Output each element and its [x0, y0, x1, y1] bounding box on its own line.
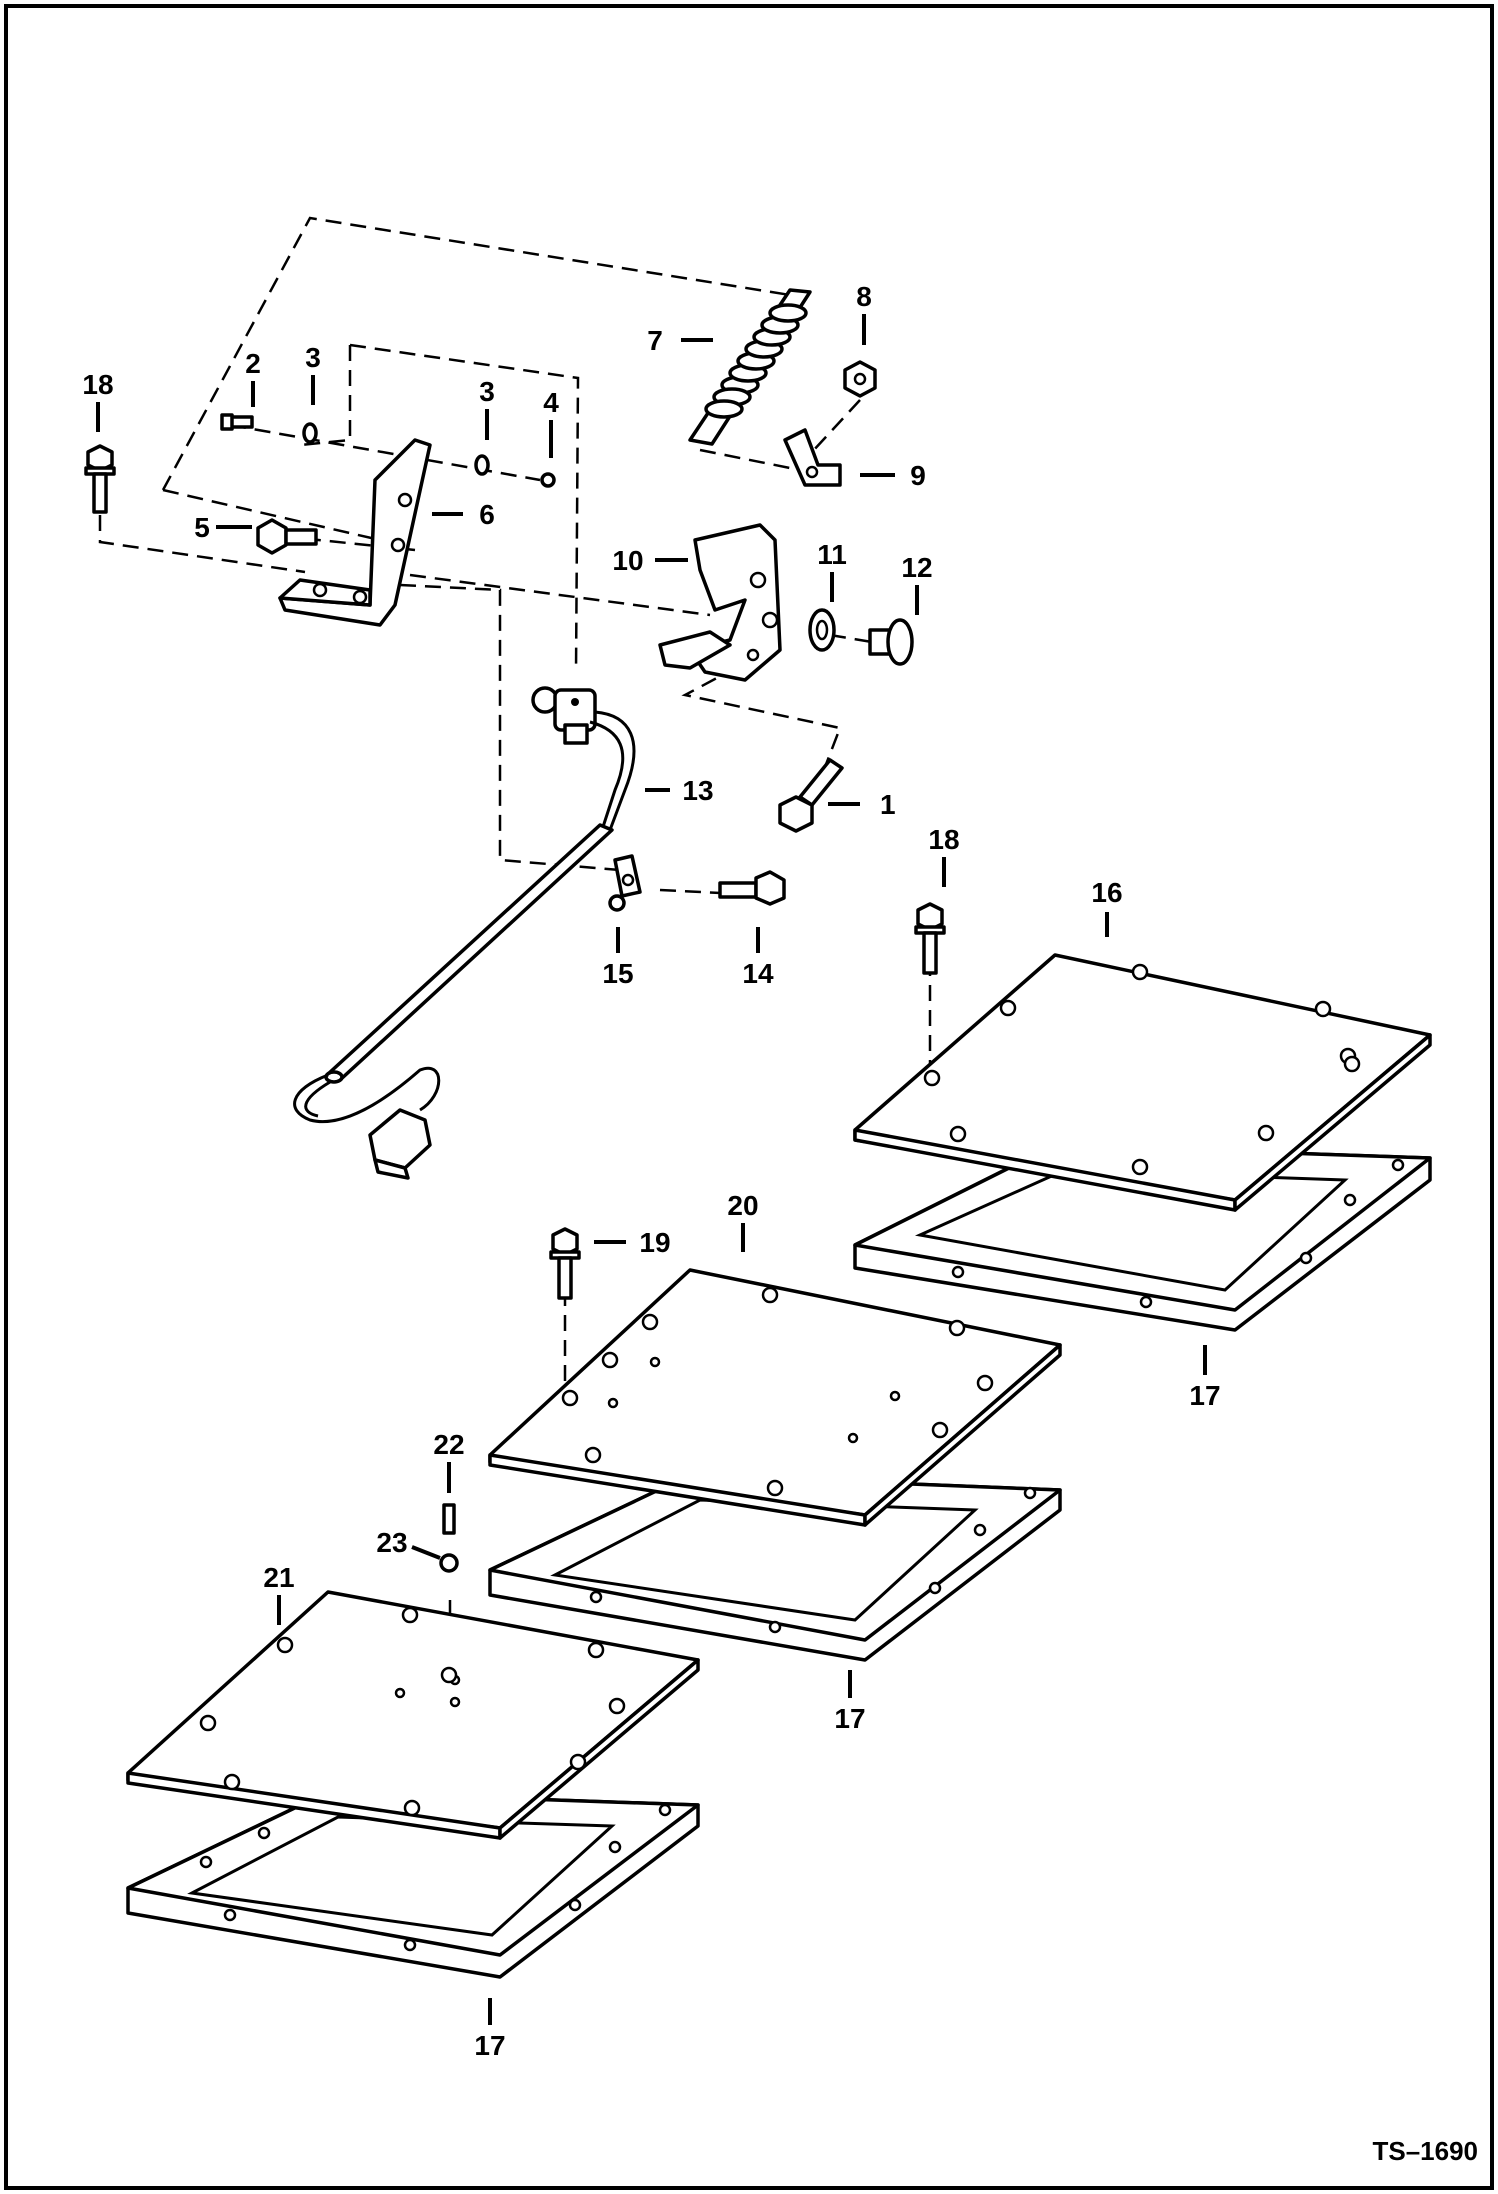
- callouts: 1 2 3 3 4 5 6 7 8 9 10 11 12 13 14 15 16…: [82, 281, 1220, 2061]
- callout-22: 22: [433, 1429, 464, 1460]
- hex-nut: [843, 360, 877, 398]
- flange-bolt-upper: [84, 444, 116, 514]
- cover-plate-20-holes: [561, 1286, 994, 1497]
- document-id: TS–1690: [1372, 2136, 1478, 2166]
- callout-17b: 17: [834, 1703, 865, 1734]
- callout-17c: 17: [474, 2030, 505, 2061]
- cover-plate-21: [126, 1590, 700, 1840]
- callout-5: 5: [194, 512, 210, 543]
- callout-4: 4: [543, 387, 559, 418]
- callout-9: 9: [910, 460, 926, 491]
- sensor-switch: [531, 686, 597, 745]
- callout-18b: 18: [928, 824, 959, 855]
- flange-bolt-right: [914, 902, 946, 975]
- callout-8: 8: [856, 281, 872, 312]
- mounting-bracket: [278, 438, 432, 627]
- washer-lower: [474, 454, 490, 476]
- bolt-5: [256, 518, 318, 555]
- cover-plate-16-holes: [923, 963, 1361, 1176]
- callout-15: 15: [602, 958, 633, 989]
- callout-2: 2: [245, 348, 261, 379]
- callout-7: 7: [647, 325, 663, 356]
- callout-3b: 3: [479, 376, 495, 407]
- ball-23: [439, 1553, 459, 1573]
- pedal-lever: [658, 523, 782, 682]
- callout-6: 6: [479, 499, 495, 530]
- callout-19: 19: [639, 1227, 670, 1258]
- callout-16: 16: [1091, 877, 1122, 908]
- callout-13: 13: [682, 775, 713, 806]
- pin-22: [442, 1503, 456, 1535]
- wire-harness: [293, 710, 636, 1124]
- spring: [688, 288, 812, 446]
- bolt-14: [718, 870, 786, 906]
- callout-10: 10: [612, 545, 643, 576]
- callout-18a: 18: [82, 369, 113, 400]
- callout-14: 14: [742, 958, 774, 989]
- page-frame: [4, 4, 1494, 2190]
- callout-11: 11: [817, 539, 847, 570]
- gasket-middle: [488, 1473, 1062, 1662]
- bolt-1: [778, 758, 844, 833]
- cover-plate-20: [488, 1268, 1062, 1527]
- cover-plate-21-holes: [199, 1606, 626, 1817]
- spring-bracket: [783, 428, 842, 487]
- callout-1: 1: [880, 789, 896, 820]
- washer-11: [808, 608, 836, 652]
- cover-plate-16: [853, 953, 1432, 1212]
- wire-clip: [608, 854, 642, 912]
- gasket-lower: [126, 1790, 700, 1979]
- small-screw: [220, 413, 254, 431]
- callout-20: 20: [727, 1190, 758, 1221]
- harness-connector: [368, 1108, 432, 1180]
- callout-23: 23: [376, 1527, 407, 1558]
- callout-17a: 17: [1189, 1380, 1220, 1411]
- callout-12: 12: [901, 552, 932, 583]
- gasket-right: [853, 1143, 1432, 1332]
- washer-upper: [302, 422, 318, 444]
- bushing: [868, 618, 914, 666]
- gasket-middle-holes: [589, 1486, 1037, 1634]
- callout-21: 21: [263, 1562, 294, 1593]
- small-nut: [540, 472, 556, 488]
- leader-lines: [96, 314, 1207, 2025]
- callout-3a: 3: [305, 342, 321, 373]
- gasket-right-holes: [951, 1158, 1405, 1309]
- gasket-lower-holes: [199, 1803, 672, 1952]
- flange-bolt-19: [549, 1227, 581, 1300]
